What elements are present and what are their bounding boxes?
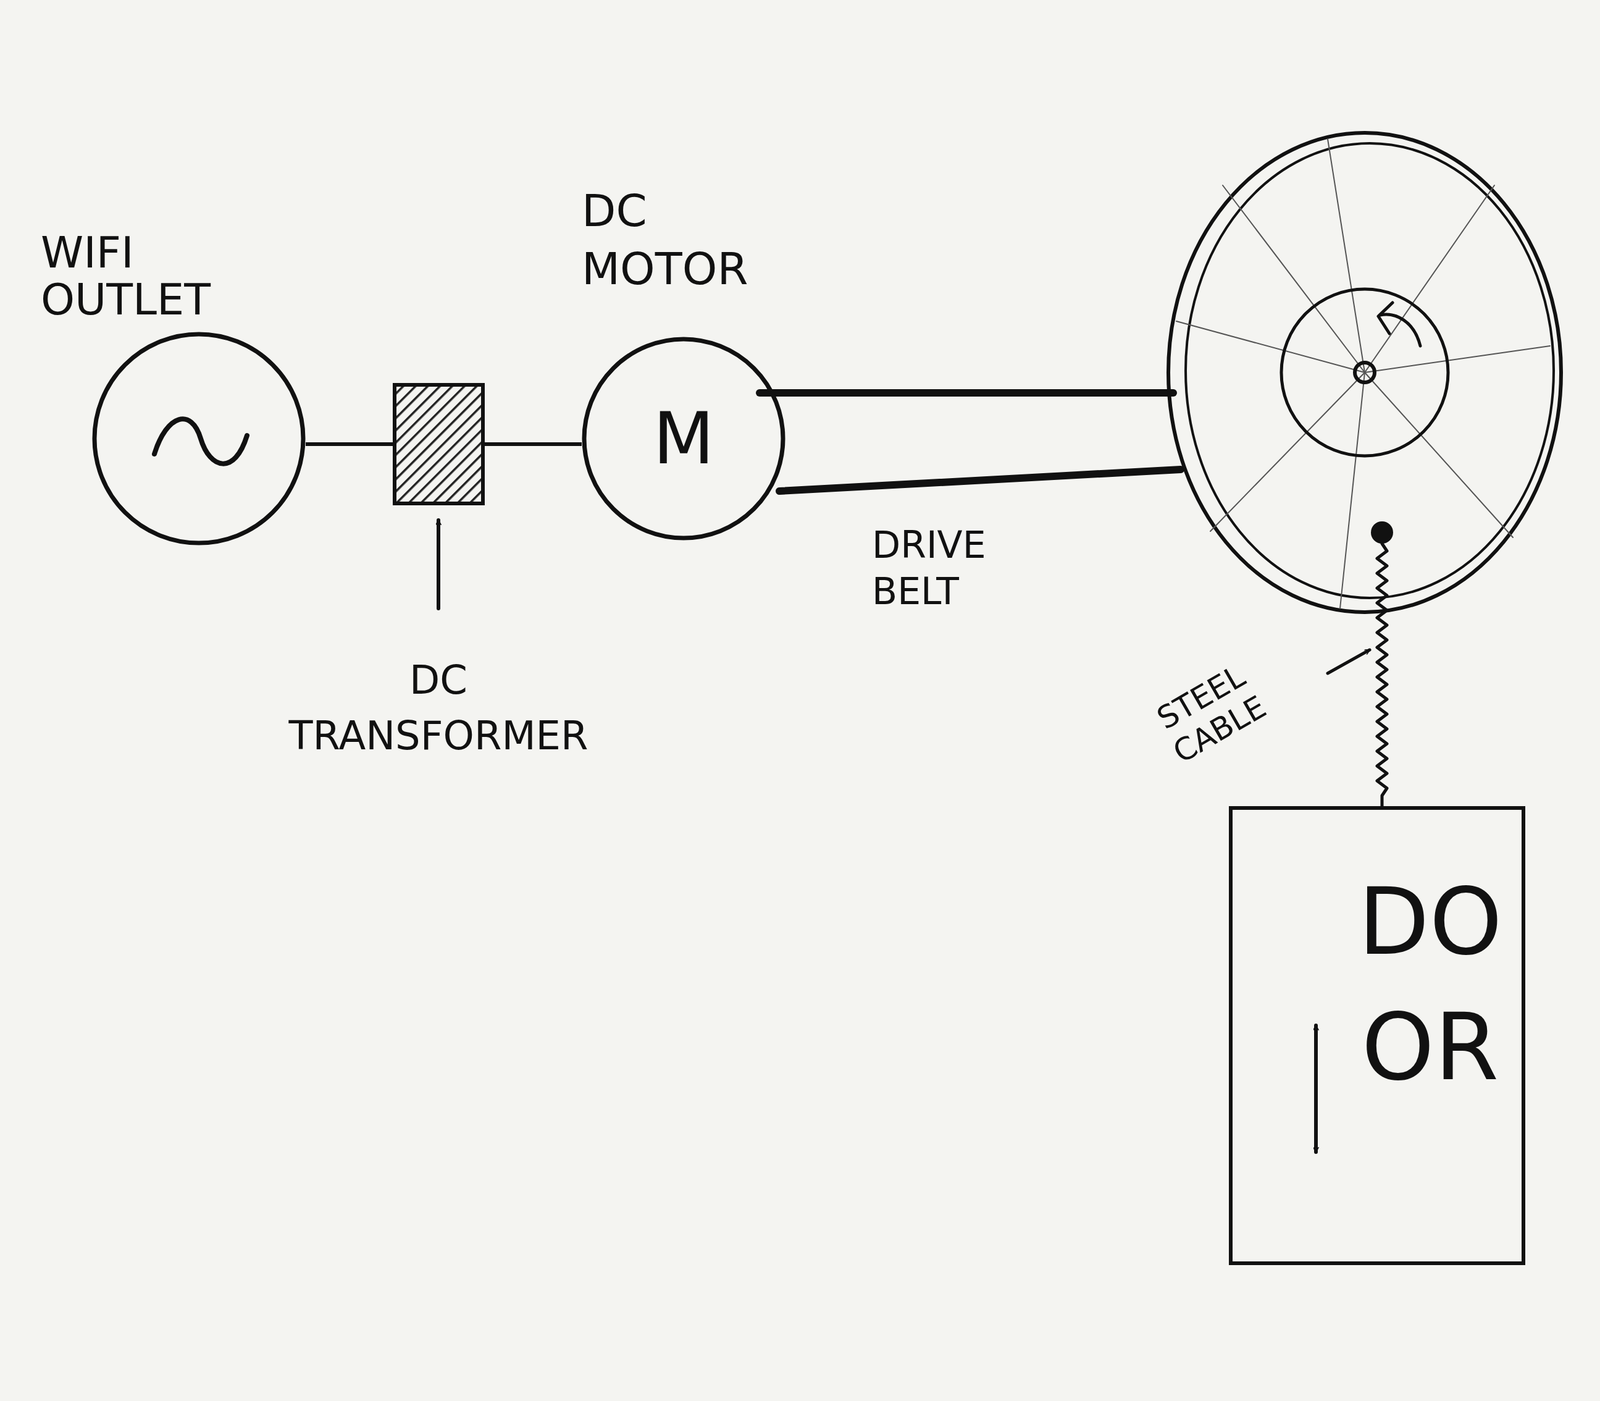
motor-circle: DC MOTORM	[581, 336, 786, 541]
transformer-box: DC TRANSFORMER	[392, 382, 485, 506]
node-outline	[392, 382, 485, 506]
door-box: DOOR	[1228, 805, 1526, 1265]
cable-anchor	[1370, 521, 1394, 544]
cable-label: STEEL CABLE	[1117, 637, 1304, 789]
outlet-label: WIFI OUTLET	[40, 229, 301, 323]
door-label: DOOR	[1356, 858, 1505, 1110]
door-motion-arrow	[1314, 1025, 1318, 1152]
outlet-circle: WIFI OUTLET	[92, 331, 306, 546]
drive-belt-lower	[779, 469, 1181, 491]
wheel-hub	[1281, 289, 1449, 456]
node-outline	[92, 331, 306, 546]
axle	[1354, 362, 1375, 383]
transformer-leader	[436, 519, 441, 609]
wheel-spokes	[1176, 138, 1550, 609]
transformer-label: DC TRANSFORMER	[265, 652, 612, 764]
drive-belt-upper	[759, 389, 1174, 397]
motor-label: DC MOTOR	[581, 182, 786, 298]
pulley-wheel	[1168, 132, 1562, 612]
rotation-arrowhead	[1378, 302, 1393, 334]
belt-label: DRIVE BELT	[871, 521, 1070, 615]
wire	[484, 443, 582, 445]
motor-symbol: M	[581, 336, 786, 541]
steel-cable	[1377, 543, 1387, 806]
wire	[305, 443, 393, 445]
ac-symbol	[154, 418, 248, 464]
cable-leader	[1327, 649, 1370, 674]
pulley-rim	[1185, 143, 1554, 598]
